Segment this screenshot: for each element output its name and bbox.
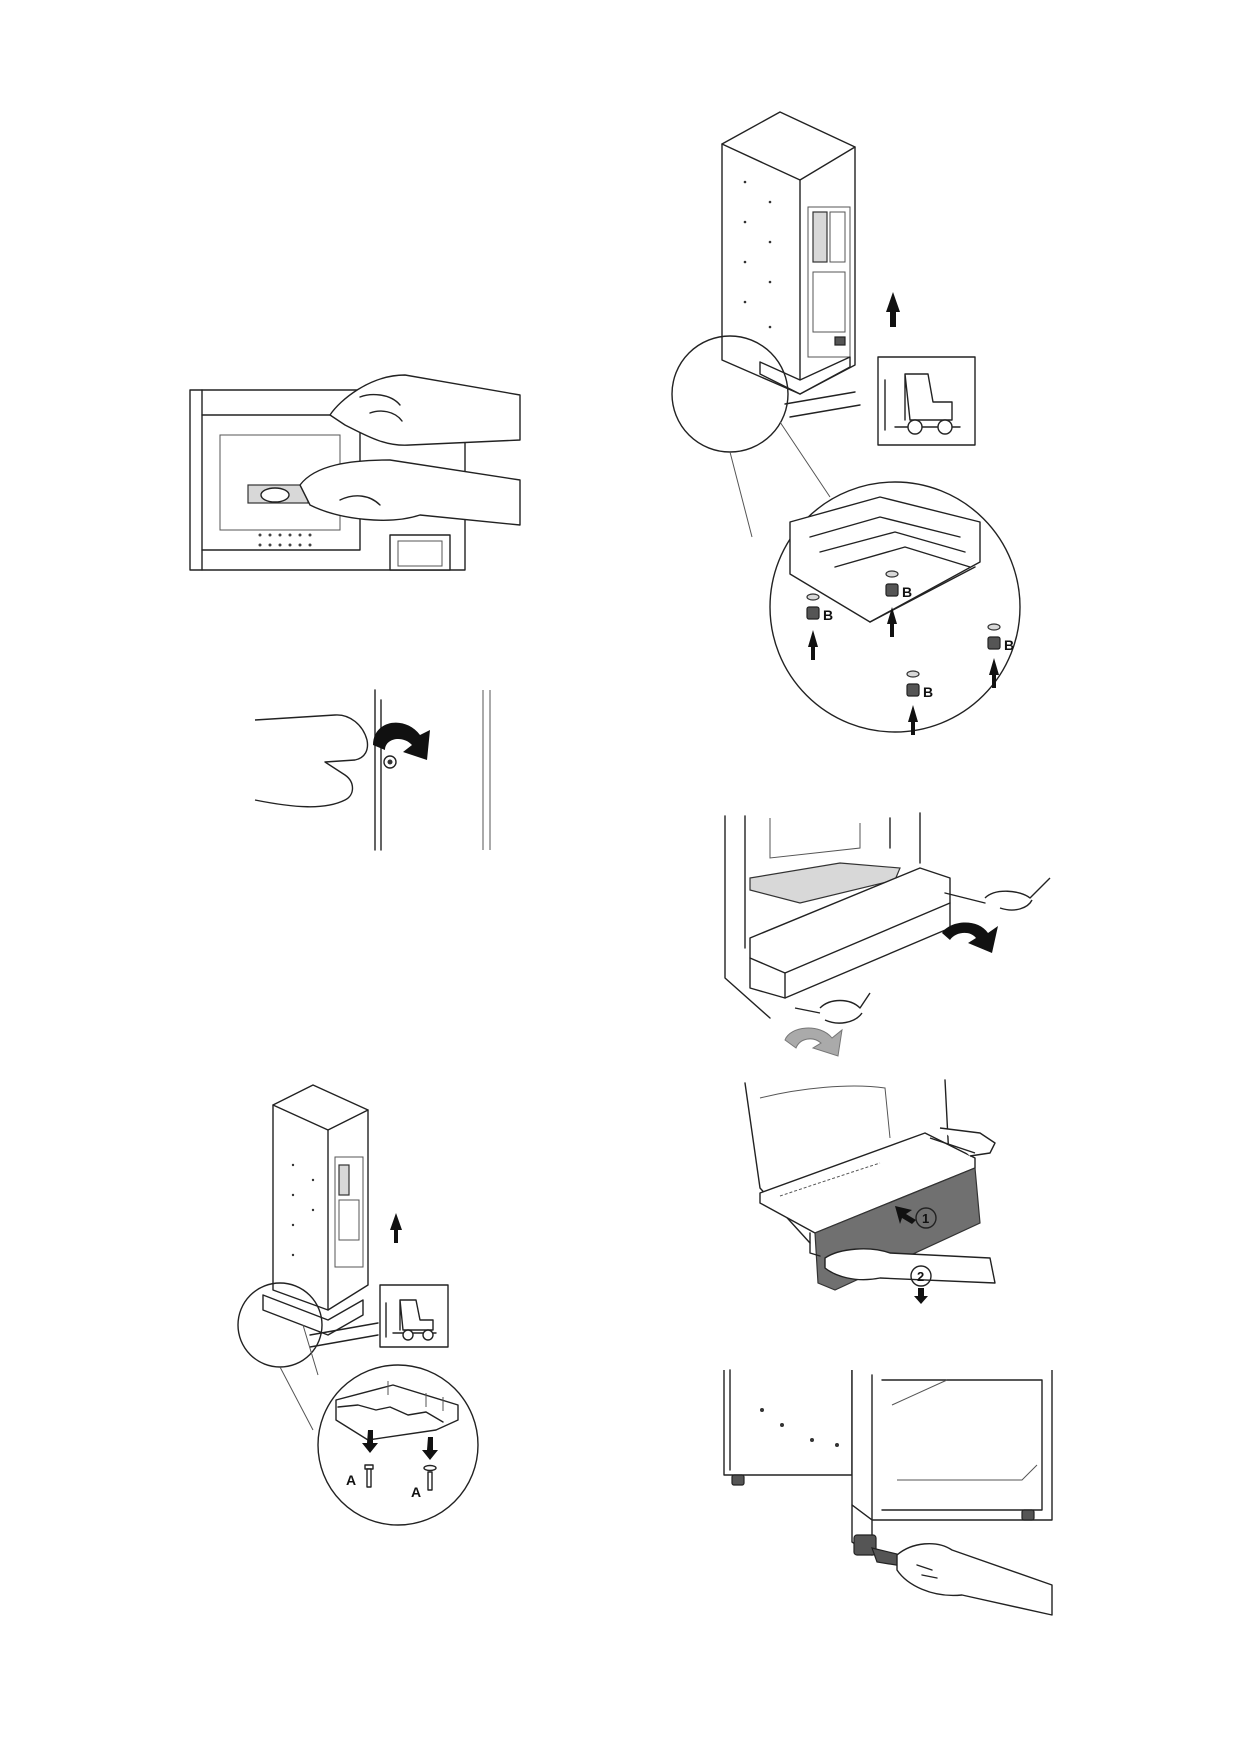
- lift-arrow-icon: [390, 1213, 402, 1243]
- label-a-1: A: [346, 1472, 356, 1488]
- foot-b4: [906, 670, 920, 735]
- figure-hands-opening-panel: [189, 365, 521, 575]
- label-b-1: B: [823, 607, 833, 623]
- detail-circle-feet: [769, 481, 1021, 733]
- figure-remove-kickplate: 1 2: [740, 1078, 1015, 1313]
- hands-opening-panel-icon: [189, 374, 521, 571]
- rotate-arrow-right-icon: [942, 922, 998, 953]
- wrench-icon: [723, 1369, 1053, 1616]
- rotate-arrow-icon: [373, 722, 430, 760]
- label-a-2: A: [411, 1484, 421, 1500]
- forklift-icon: [379, 1284, 449, 1348]
- step-1-label: 1: [922, 1211, 929, 1226]
- forklift-large-icon: [877, 356, 976, 446]
- figure-cabinet-wooden-pallet: A A: [237, 1084, 498, 1526]
- vent-holes: [258, 533, 312, 547]
- screwdriver-icon: [724, 812, 1051, 1057]
- foot-b3: [987, 623, 1001, 688]
- detail-circle-pallet: [317, 1364, 479, 1526]
- figure-remove-plinth-screws: [710, 808, 1080, 1058]
- figure-cabinet-feet: B B B B: [670, 111, 1040, 752]
- wooden-pallet: [262, 1294, 364, 1336]
- figure-key-turn: [254, 689, 495, 851]
- foot-b1: [806, 593, 820, 660]
- foot-b2: [885, 570, 899, 637]
- label-b-4: B: [923, 684, 933, 700]
- forklift-forks-large: [784, 391, 861, 418]
- lift-arrow-large-icon: [886, 292, 900, 327]
- rotate-arrow-left-icon: [784, 1027, 843, 1057]
- label-b-3: B: [1004, 637, 1014, 653]
- figure-adjust-foot: [722, 1369, 1053, 1616]
- vending-cabinet: [272, 1084, 369, 1311]
- vending-cabinet-large: [721, 111, 856, 395]
- key-turn-icon: [254, 689, 491, 851]
- step-2-label: 2: [917, 1269, 924, 1284]
- label-b-2: B: [902, 584, 912, 600]
